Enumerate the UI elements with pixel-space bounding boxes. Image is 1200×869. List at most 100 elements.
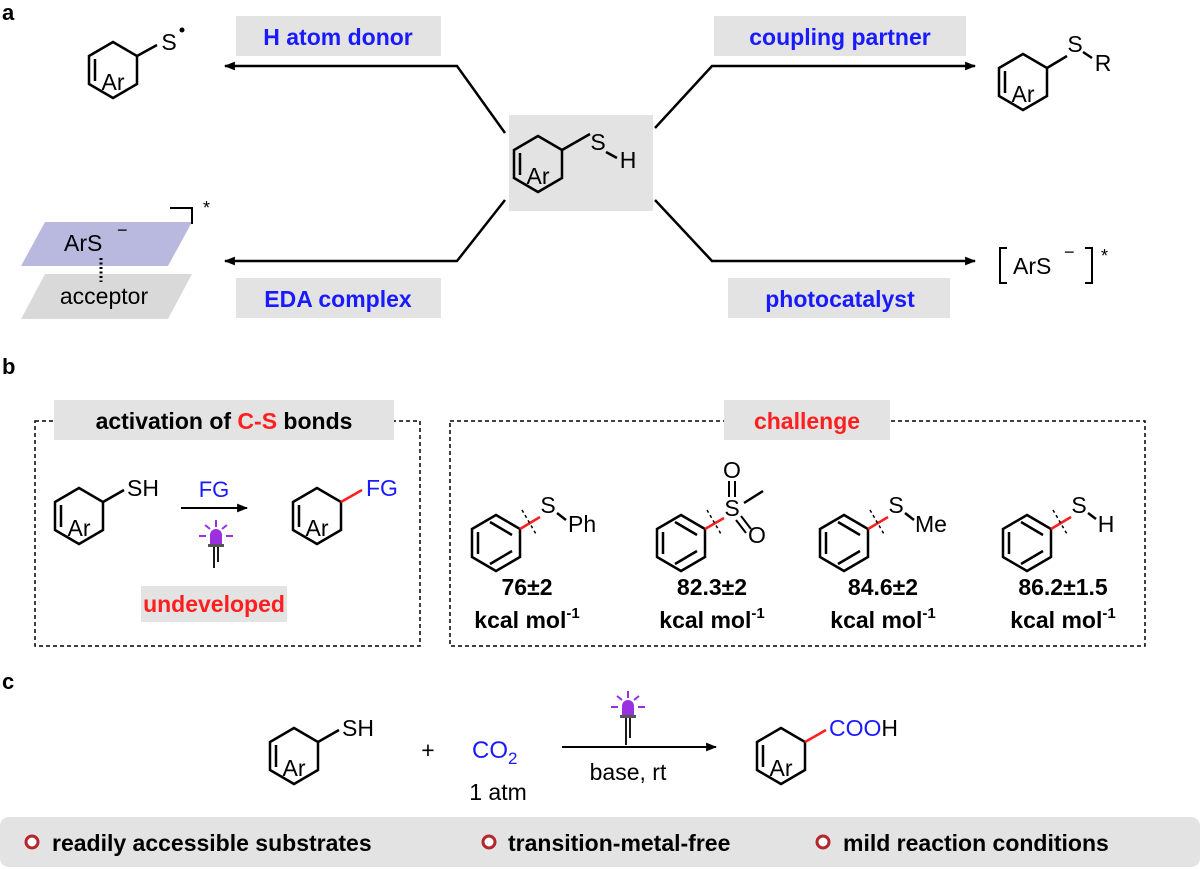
c3-me: Me xyxy=(915,511,947,537)
c4-unit: kcal mol-1 xyxy=(1010,605,1115,633)
label-coupling: coupling partner xyxy=(749,24,931,50)
panel-b-label: b xyxy=(2,354,15,379)
label-box-h-donor xyxy=(236,16,441,56)
compound-diphenyl-sulfide: S Ph xyxy=(470,492,596,573)
feature-text-3: mild reaction conditions xyxy=(843,830,1109,856)
excited-charge: − xyxy=(1064,242,1075,262)
center-s: S xyxy=(590,129,605,155)
thiyl-ar: Ar xyxy=(102,69,125,95)
b-product-fg: FG xyxy=(366,475,398,501)
label-box-photocat xyxy=(728,278,950,318)
compound-thioanisole: S Me xyxy=(818,492,947,573)
arrow-to-thioether xyxy=(654,61,977,129)
right-bracket xyxy=(1085,247,1093,284)
eda-complex: ArS − acceptor * xyxy=(21,198,210,319)
excited-thiolate: ArS − * xyxy=(999,242,1108,284)
compound-thiophenol: S H xyxy=(1001,492,1115,573)
conditions-label: base, rt xyxy=(590,759,667,785)
c2-bde: 82.3±2 xyxy=(677,574,747,600)
c2-s: S xyxy=(724,495,739,521)
activation-title: activation of C-S bonds xyxy=(96,408,353,434)
b-reactant-sh: SH xyxy=(127,475,159,501)
left-bracket xyxy=(999,247,1007,284)
center-thiol: Ar S H xyxy=(512,129,637,194)
feature-text-1: readily accessible substrates xyxy=(52,830,372,856)
label-photocat: photocatalyst xyxy=(765,286,915,312)
b-reactant-thiol: Ar SH xyxy=(53,475,159,546)
thioether-r: R xyxy=(1095,50,1112,76)
challenge-title-box xyxy=(724,400,890,440)
b-product: Ar FG xyxy=(291,475,398,546)
lamp-icon xyxy=(611,691,645,745)
c-product-acid: Ar COOH xyxy=(755,715,898,786)
compound-sulfone: O S O xyxy=(655,457,766,573)
c1-unit: kcal mol-1 xyxy=(474,605,579,633)
features-bar xyxy=(0,817,1200,867)
c2-unit: kcal mol-1 xyxy=(659,605,764,633)
center-ar: Ar xyxy=(527,163,550,189)
arrow-to-thiyl xyxy=(223,61,507,134)
thiyl-s: S xyxy=(161,29,176,55)
c2-o2: O xyxy=(748,522,766,548)
label-eda: EDA complex xyxy=(264,286,412,312)
c4-s: S xyxy=(1071,492,1086,518)
excited-star: * xyxy=(1101,246,1108,266)
bullet-icon xyxy=(24,834,40,850)
label-h-donor: H atom donor xyxy=(263,24,413,50)
feature-text-2: transition-metal-free xyxy=(508,830,730,856)
undeveloped-box xyxy=(141,586,287,622)
c3-s: S xyxy=(888,492,903,518)
lamp-icon xyxy=(199,520,233,568)
radical-dot xyxy=(179,27,185,33)
eda-acceptor-plane xyxy=(21,274,192,319)
challenge-title: challenge xyxy=(754,408,860,434)
eda-star: * xyxy=(203,198,210,218)
label-box-eda xyxy=(236,278,441,318)
c-reactant-sh: SH xyxy=(342,715,374,741)
co2-pressure: 1 atm xyxy=(469,779,527,805)
c4-h: H xyxy=(1098,511,1115,537)
eda-charge: − xyxy=(117,220,128,240)
center-highlight xyxy=(509,115,653,211)
c3-bde: 84.6±2 xyxy=(848,574,918,600)
arrow-to-photocatalyst xyxy=(654,199,977,266)
bullet-icon xyxy=(815,834,831,850)
eda-bracket xyxy=(170,207,193,224)
eda-ars: ArS xyxy=(64,230,102,256)
thioether: Ar S R xyxy=(997,31,1112,112)
c2-o1: O xyxy=(723,457,741,483)
label-box-coupling xyxy=(714,16,966,56)
feature-item-1: readily accessible substrates xyxy=(24,830,372,856)
c-product-cooh: COOH xyxy=(829,715,898,741)
thioether-ar: Ar xyxy=(1012,81,1035,107)
panel-a-label: a xyxy=(2,0,15,25)
c1-ph: Ph xyxy=(568,511,596,537)
undeveloped-label: undeveloped xyxy=(143,591,285,617)
b-product-ar: Ar xyxy=(306,515,329,541)
c-reactant-thiol: Ar SH xyxy=(268,715,374,786)
center-h: H xyxy=(620,147,637,173)
b-reagent-fg: FG xyxy=(199,477,230,502)
b-reactant-ar: Ar xyxy=(68,515,91,541)
feature-item-2: transition-metal-free xyxy=(481,830,730,856)
bullet-icon xyxy=(481,834,497,850)
thiyl-radical: Ar S xyxy=(87,27,185,100)
c-product-ar: Ar xyxy=(770,755,793,781)
challenge-dashed-box xyxy=(449,420,1146,647)
excited-ars: ArS xyxy=(1013,253,1051,279)
c1-bde: 76±2 xyxy=(502,574,553,600)
arrow-to-eda xyxy=(223,199,506,266)
c1-s: S xyxy=(540,492,555,518)
thioether-s: S xyxy=(1067,31,1082,57)
c3-unit: kcal mol-1 xyxy=(830,605,935,633)
activation-title-box xyxy=(54,400,394,440)
eda-donor-plane xyxy=(21,222,192,266)
plus-sign: + xyxy=(421,737,434,763)
eda-acceptor: acceptor xyxy=(60,283,149,309)
co2-label: CO2 xyxy=(472,737,517,768)
c-reactant-ar: Ar xyxy=(283,755,306,781)
feature-item-3: mild reaction conditions xyxy=(815,830,1109,856)
panel-c-label: c xyxy=(2,669,14,694)
